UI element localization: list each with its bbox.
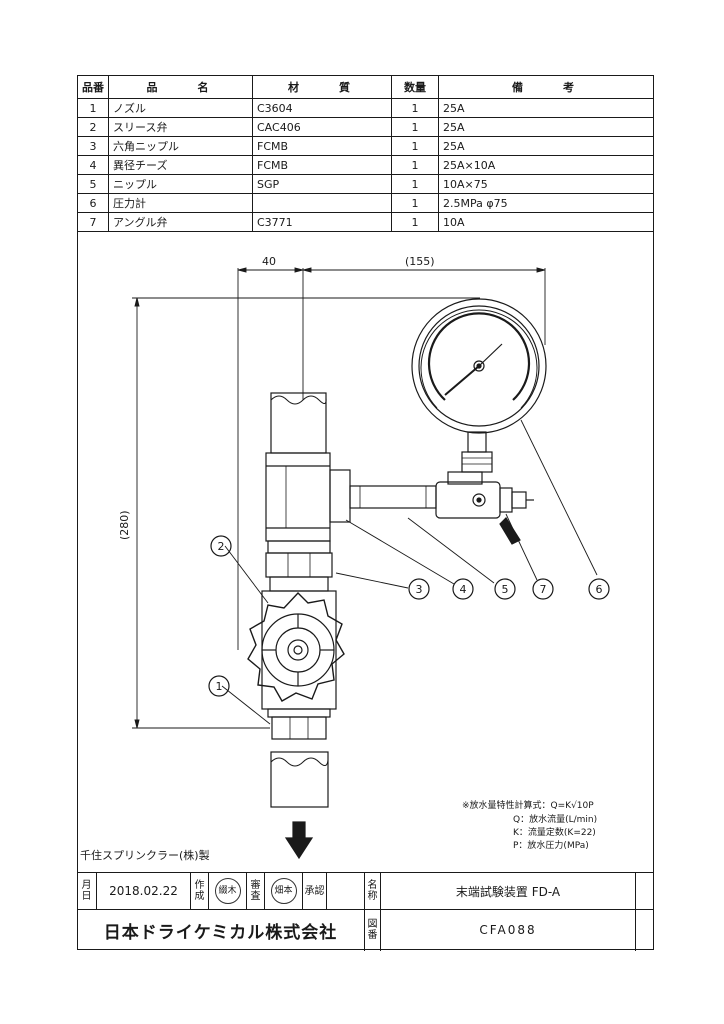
dim-width-right: (155) [405,255,435,268]
part-note: 10A [438,212,654,232]
reducing-tee [265,452,351,542]
table-row: 1 ノズル C3604 1 25A [77,98,654,118]
part-name: アングル弁 [108,212,253,232]
callout-circles [208,535,610,697]
table-row: 7 アングル弁 C3771 1 10A [77,212,654,232]
parts-table-body: 1 ノズル C3604 1 25A 2 スリース弁 CAC406 1 25A 3… [77,98,654,232]
gate-valve [247,590,345,710]
approve-label: 承認 [303,873,327,909]
callout-label: 4 [460,583,467,596]
flow-arrow-icon [284,821,314,860]
upper-pipe [270,392,327,454]
made-stamp-cell: 綴木 [209,873,247,909]
table-row: 5 ニップル SGP 1 10A×75 [77,174,654,194]
parts-table-header: 品番 品 名 材 質 数量 備 考 [77,75,654,99]
callout-circle [452,578,474,600]
approve-stamp-cell [327,873,365,909]
check-stamp-cell: 畑本 [265,873,303,909]
part-material: CAC406 [252,117,392,137]
angle-valve [435,471,534,545]
parts-table: 品番 品 名 材 質 数量 備 考 1 ノズル C3604 1 25A 2 スリ… [77,75,654,232]
callout-circle [494,578,516,600]
callout-label: 3 [416,583,423,596]
part-note: 2.5MPa φ75 [438,193,654,213]
made-stamp: 綴木 [214,878,241,904]
callout-circle [532,578,554,600]
check-stamp: 畑本 [270,878,297,904]
callout-circle [208,675,230,697]
drawing-number: CFA088 [381,909,636,951]
name-label: 名称 [365,873,381,909]
table-row: 4 異径チーズ FCMB 1 25A×10A [77,155,654,175]
company-name: 日本ドライケミカル株式会社 [77,909,365,951]
dim-width-left: 40 [262,255,276,268]
part-note: 25A×10A [438,155,654,175]
nozzle [267,708,331,740]
date-label: 月日 [77,873,97,909]
formula-title: ※放水量特性計算式：Q=K√10P [462,799,594,811]
pressure-gauge [411,298,547,434]
leader-lines [221,419,598,725]
part-note: 25A [438,136,654,156]
drawing-date: 2018.02.22 [97,873,191,909]
callout-circle [588,578,610,600]
manufacturer-note: 千住スプリンクラー(株)製 [80,849,210,862]
made-label: 作成 [191,873,209,909]
formula-line: Q：放水流量(L/min) [513,813,597,825]
title-block-row-1: 月日 2018.02.22 作成 綴木 審査 畑本 承認 名称 末端試験装置 F… [77,873,654,910]
gauge-stem [461,431,493,473]
title-block: 月日 2018.02.22 作成 綴木 審査 畑本 承認 名称 末端試験装置 F… [77,872,654,951]
callout-label: 6 [596,583,603,596]
part-material: C3771 [252,212,392,232]
dimension-width [237,267,546,650]
dim-height: (280) [118,510,131,540]
callout-label: 2 [218,540,225,553]
formula-line: P：放水圧力(MPa) [513,839,589,851]
lower-pipe [270,751,329,808]
callout-circle [408,578,430,600]
dimension-height [132,297,480,729]
drawing-name: 末端試験装置 FD-A [381,873,636,909]
check-label: 審査 [247,873,265,909]
callout-label: 7 [540,583,547,596]
formula-line: K：流量定数(K=22) [513,826,596,838]
callout-circle [210,535,232,557]
callout-label: 5 [502,583,509,596]
drawing-no-label: 図番 [365,909,381,951]
header-part-name: 品 名 [108,75,253,99]
nipple [349,485,437,509]
callout-label: 1 [216,680,223,693]
hex-nipple [265,540,333,592]
part-name: ノズル [108,98,253,118]
flow-formula: ※放水量特性計算式：Q=K√10P Q：放水流量(L/min) K：流量定数(K… [462,799,597,851]
